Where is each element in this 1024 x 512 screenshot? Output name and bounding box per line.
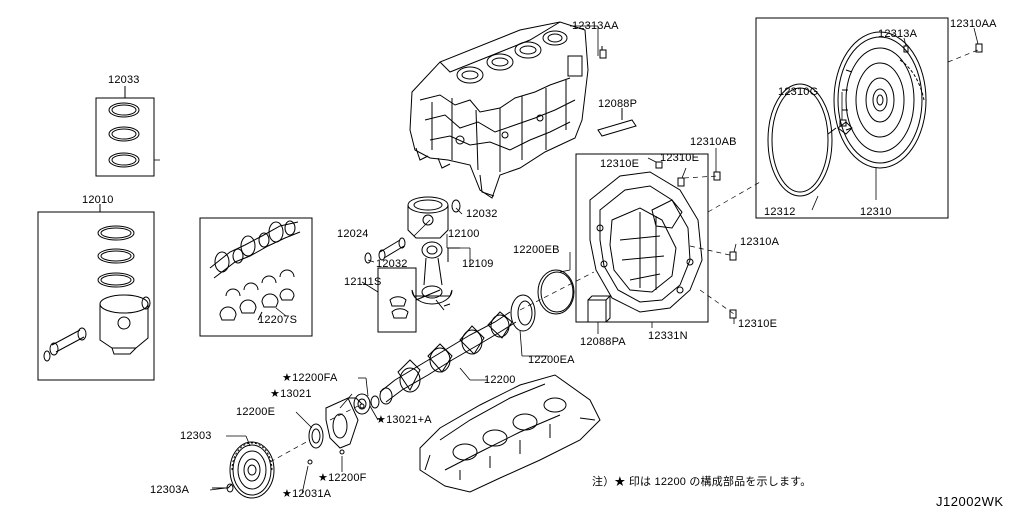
part-label-12032-a: 12032 <box>466 208 498 220</box>
flexplate-illustration <box>755 17 949 219</box>
star-icon: ★ <box>270 388 281 400</box>
part-label-12310g: 12310G <box>778 86 819 98</box>
part-label-13021: ★13021 <box>270 388 312 400</box>
part-label-12310a: 12310A <box>740 236 780 248</box>
part-label-12303: 12303 <box>180 430 212 442</box>
alignment-lines <box>269 49 979 463</box>
crank-bearing-set-illustration <box>199 217 313 337</box>
part-label-12310e-a: 12310E <box>600 158 640 170</box>
star-icon: ★ <box>376 414 387 426</box>
star-icon: ★ <box>282 372 293 384</box>
rear-housing-illustration <box>575 153 709 323</box>
part-label-12313aa: 12313AA <box>572 20 619 32</box>
connecting-rod-illustration <box>377 241 460 333</box>
part-label-12200eb: 12200EB <box>513 244 560 256</box>
part-label-12310e-c: 12310E <box>738 318 778 330</box>
cylinder-block-illustration <box>409 21 589 199</box>
bed-plate-illustration <box>419 374 601 493</box>
part-label-12088p: 12088P <box>598 98 638 110</box>
part-label-12031a: ★12031A <box>282 488 332 500</box>
part-label-13021a: ★13021+A <box>376 414 432 426</box>
part-label-12024: 12024 <box>337 228 369 240</box>
part-label-12200fa: ★12200FA <box>282 372 338 384</box>
part-label-12200: 12200 <box>484 374 516 386</box>
crank-pulley-illustration <box>212 441 275 499</box>
piston-ring-set-illustration <box>95 86 155 177</box>
part-label-12033: 12033 <box>108 74 140 86</box>
part-label-12111s: 12111S <box>344 276 382 288</box>
part-label-12313a: 12313A <box>878 28 918 40</box>
part-label-12200ea: 12200EA <box>528 354 575 366</box>
gasket-strip-illustration <box>597 108 637 137</box>
footnote: 注）★ 印は 12200 の構成部品を示します。 <box>592 476 812 488</box>
part-label-12310ab: 12310AB <box>690 136 737 148</box>
part-label-12312: 12312 <box>764 206 796 218</box>
part-label-12109: 12109 <box>462 258 494 270</box>
crank-seal-illustration <box>510 269 612 332</box>
star-icon: ★ <box>282 488 293 500</box>
star-icon: ★ <box>318 472 329 484</box>
part-label-12303a: 12303A <box>150 484 190 496</box>
part-label-12088pa: 12088PA <box>580 336 626 348</box>
crankshaft-illustration <box>353 311 517 415</box>
part-label-12200e: 12200E <box>236 406 276 418</box>
part-label-12310e-b: 12310E <box>660 152 700 164</box>
part-label-12310aa: 12310AA <box>950 18 997 30</box>
part-label-12200f: ★12200F <box>318 472 367 484</box>
part-label-12207s: 12207S <box>258 314 298 326</box>
part-label-12032-b: 12032 <box>376 258 408 270</box>
front-cover-seal-illustration <box>307 397 365 465</box>
leader-lines <box>154 25 979 495</box>
part-label-12331n: 12331N <box>648 330 688 342</box>
part-label-12010: 12010 <box>82 194 114 206</box>
part-label-12310: 12310 <box>860 206 892 218</box>
drawing-code: J12002WK <box>936 494 1004 509</box>
part-label-12100: 12100 <box>448 228 480 240</box>
piston-illustration <box>364 196 461 264</box>
piston-assembly-illustration <box>37 204 155 381</box>
